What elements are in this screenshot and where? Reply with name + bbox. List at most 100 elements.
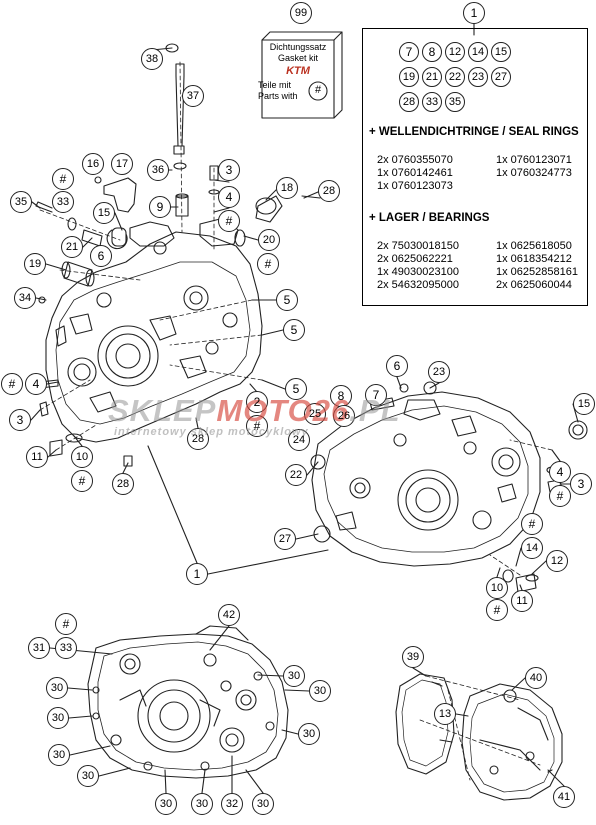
callout-circle-c30b [46,677,68,699]
watermark-part-4: .PL [349,393,401,428]
callout-circle-c38 [141,48,163,70]
callout-label-c23: 23 [432,366,446,378]
callout-circle-c41 [553,786,575,808]
hash-callout-circle-h2 [246,415,268,437]
callout-label-c5c: 5 [292,382,300,396]
gasket-kit-parts-en: Parts with [258,91,298,101]
callout-circle-c7 [365,384,387,406]
hash-callout-circle-h20 [257,253,279,275]
callout-circle-c28c [112,473,134,495]
callout-label-c1mid: 1 [193,567,201,581]
callout-label-c30h: 30 [159,798,173,810]
kit-item-circle-k23 [468,67,488,87]
callout-circle-c4c [549,461,571,483]
callout-circle-c15b [573,393,595,415]
callout-label-c28a: 28 [322,185,336,197]
callout-label-c33a: 33 [56,196,70,208]
callout-circle-c36 [147,159,169,181]
callout-circle-c4b [25,373,47,395]
callout-label-c1top: 1 [470,6,478,20]
watermark-part-3: 26 [312,393,350,428]
callout-label-c8: 8 [337,389,345,403]
callout-label-c34: 34 [18,292,32,304]
callout-label-c12: 12 [550,555,564,567]
callout-circle-c4a [218,186,240,208]
callout-label-c4a: 4 [225,190,233,204]
callout-label-c6b: 6 [393,359,401,373]
hash-callout-circle-h4a [218,210,240,232]
hash-callout-circle-h4c [549,485,571,507]
callout-label-c30b: 30 [50,682,64,694]
callout-circle-c33a [52,191,74,213]
callout-circle-c30g [77,765,99,787]
callout-label-c9: 9 [156,200,164,214]
callout-label-c10b: 10 [490,582,504,594]
callout-circle-c22 [285,464,307,486]
callout-label-c17: 17 [115,158,129,170]
callout-circle-c2 [246,391,268,413]
hash-callout-label-h14: # [528,517,536,531]
kit-item-circle-k8 [422,42,442,62]
hash-callout-circle-h33a [52,168,74,190]
bear-left-line: 2x 75030018150 [377,240,459,252]
callout-circle-c34 [14,287,36,309]
callout-label-c30a: 30 [287,670,301,682]
callout-label-c30e: 30 [302,728,316,740]
callout-label-c21: 21 [65,241,79,253]
bear-right-line: 1x 0625618050 [496,240,572,252]
callout-label-c4b: 4 [32,377,40,391]
callout-circle-c30j [252,793,274,815]
callout-label-c42: 42 [222,609,236,621]
callout-circle-c24 [288,429,310,451]
watermark-subtitle: internetowy sklep motocyklowy [114,426,309,438]
callout-circle-c14 [521,537,543,559]
callout-circle-c17 [111,153,133,175]
callout-label-c20: 20 [262,234,276,246]
callout-label-c5b: 5 [290,323,298,337]
callout-label-c30d: 30 [51,712,65,724]
kit-item-circle-k19 [399,67,419,87]
callout-label-c99: 99 [294,7,308,19]
callout-circle-c18 [276,177,298,199]
callout-circle-c3c [570,473,592,495]
callout-circle-c37 [182,85,204,107]
kit-item-label-k15: 15 [494,46,508,58]
gasket-kit-box-outline [261,31,343,119]
hash-callout-label-h33b: # [62,617,70,631]
bear-left-line: 1x 49030023100 [377,266,459,278]
hash-callout-circle-h33b [55,613,77,635]
small-parts-upper [35,43,321,467]
callout-circle-c15a [93,202,115,224]
hash-callout-circle-h10a [71,470,93,492]
callout-label-c28c: 28 [116,478,130,490]
callout-circle-c28a [318,180,340,202]
callout-circle-c13 [434,703,456,725]
gasket-kit-label-de: Dichtungssatz [269,42,327,52]
callout-label-c41: 41 [557,791,571,803]
callout-label-c27: 27 [278,533,292,545]
watermark: SKLEPMOTO26.PL internetowy sklep motocyk… [108,393,493,445]
callout-label-c3a: 3 [225,163,233,177]
hash-callout-label-h10a: # [78,474,86,488]
callout-circle-c1mid [186,563,208,585]
callout-circle-c5c [285,378,307,400]
callout-label-c11b: 11 [516,595,528,607]
callout-label-c30i: 30 [195,798,209,810]
kit-item-label-k19: 19 [402,71,416,83]
callout-label-c18: 18 [280,182,294,194]
kit-item-label-k22: 22 [448,71,462,83]
callout-label-c10a: 10 [75,451,89,463]
hash-callout-label-h20: # [264,257,272,271]
bear-right-line: 1x 0618354212 [496,253,572,265]
seal-left-line: 1x 0760142461 [377,167,453,179]
callout-circle-c9 [149,196,171,218]
kit-item-label-k35: 35 [448,96,462,108]
callout-circle-c39 [402,646,424,668]
callout-circle-c12 [546,550,568,572]
callout-label-c5a: 5 [283,293,291,307]
kit-item-circle-k28 [399,92,419,112]
callout-circle-c10b [486,577,508,599]
gasket-kit-parts-de: Teile mit [258,80,292,90]
